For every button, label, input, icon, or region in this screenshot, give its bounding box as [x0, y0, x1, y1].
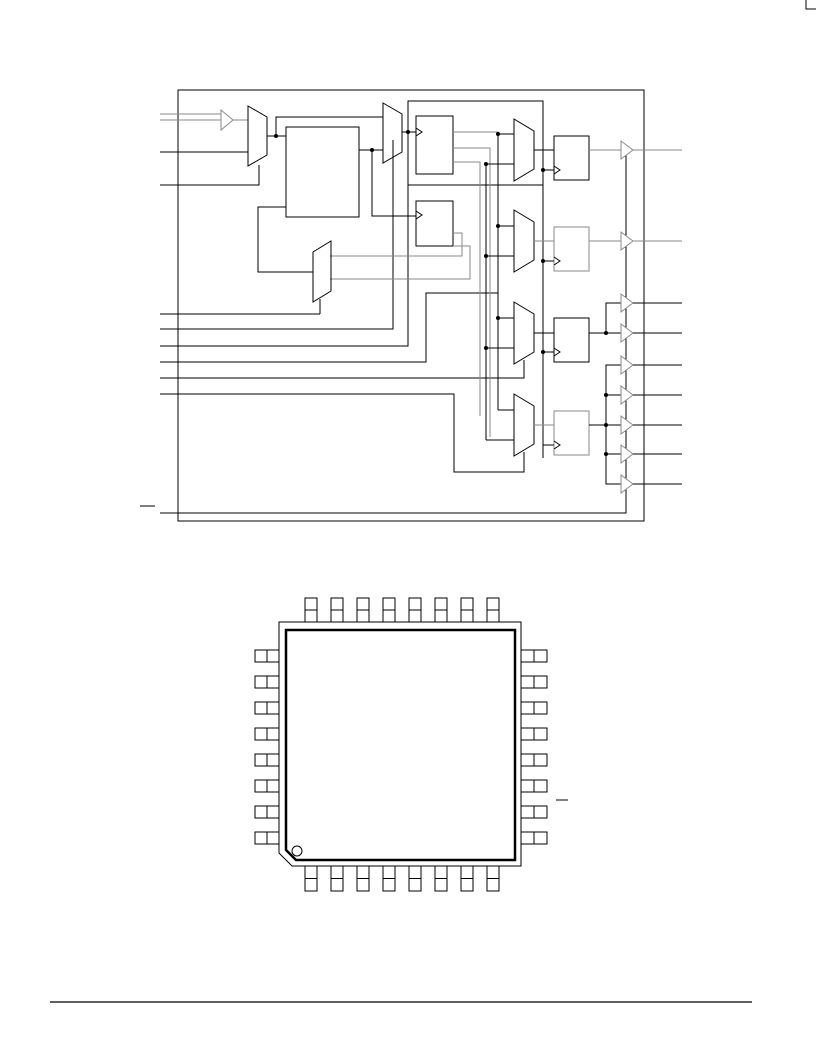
pins: [254, 597, 548, 892]
pin-bottom-8: [486, 865, 500, 892]
device-boundary: [177, 89, 645, 522]
output-buffers: [589, 140, 682, 494]
pin-right-7: [520, 805, 548, 819]
pin-bottom-4: [382, 865, 396, 892]
pin-right-5: [520, 753, 548, 767]
upper-mux: [382, 102, 403, 164]
pin-top-8: [486, 597, 500, 623]
pin-right-4: [520, 727, 548, 741]
corner-mark: [805, 0, 816, 10]
pin-top-3: [356, 597, 370, 623]
pin-bottom-3: [356, 865, 370, 892]
pin-top-1: [304, 597, 318, 623]
memory-block: [285, 126, 360, 218]
pin-top-5: [408, 597, 422, 623]
pin-right-6: [520, 779, 548, 793]
package-outline: [278, 621, 522, 867]
pin-bottom-6: [434, 865, 448, 892]
input-buffer: [220, 108, 234, 132]
feedback-mux: [312, 240, 332, 303]
pin-top-6: [434, 597, 448, 623]
pin-top-7: [460, 597, 474, 623]
block-diagram: [140, 89, 682, 522]
pin-bottom-1: [304, 865, 318, 892]
pin-left-7: [254, 805, 280, 819]
pin-left-3: [254, 701, 280, 715]
output-registers: [534, 135, 590, 456]
register-b: [415, 200, 454, 247]
pin-bottom-2: [330, 865, 344, 892]
pinout: [254, 597, 548, 892]
input-mux: [247, 105, 268, 167]
pin-bottom-7: [460, 865, 474, 892]
package-inner-outline: [284, 628, 517, 862]
pin-left-8: [254, 831, 280, 845]
pin-top-4: [382, 597, 396, 623]
pin-right-8: [520, 831, 548, 845]
output-muxes: [484, 118, 535, 457]
pin-left-5: [254, 753, 280, 767]
pin-left-1: [254, 649, 280, 663]
input-lines: [140, 100, 627, 514]
pin-left-2: [254, 675, 280, 689]
pin-right-1: [520, 649, 548, 663]
pin1-indicator: [291, 845, 303, 857]
pin-top-2: [330, 597, 344, 623]
pin-right-3: [520, 701, 548, 715]
pin-left-6: [254, 779, 280, 793]
pin-right-2: [520, 675, 548, 689]
register-a: [415, 115, 454, 175]
pin-bottom-5: [408, 865, 422, 892]
pin-left-4: [254, 727, 280, 741]
